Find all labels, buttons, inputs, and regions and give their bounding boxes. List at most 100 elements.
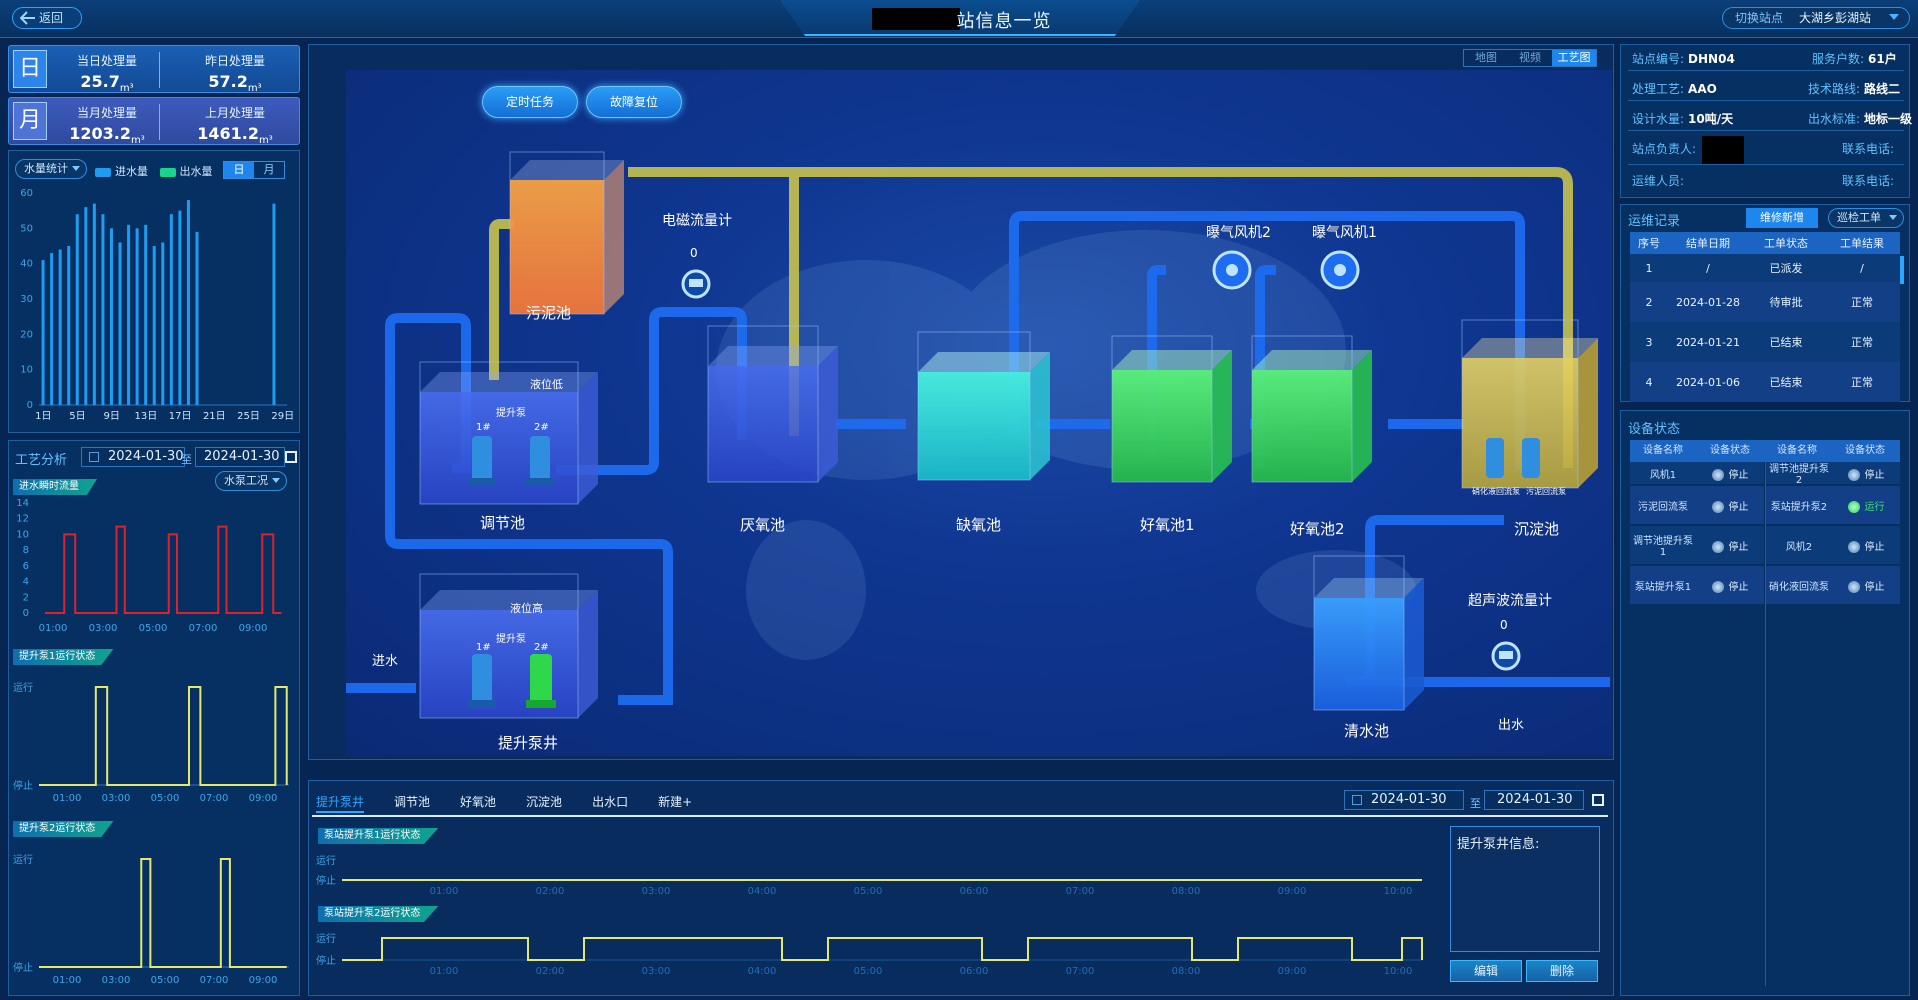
- device-status: 停止: [1832, 578, 1900, 593]
- settling-tank: [1461, 319, 1598, 489]
- process-date-to[interactable]: 2024-01-30: [195, 447, 285, 467]
- bottom-date-from[interactable]: 2024-01-30: [1344, 790, 1464, 810]
- location-tabs: 提升泵井 调节池 好氧池 沉淀池 出水口 新建+: [316, 793, 722, 813]
- x-tick-label: 10:00: [1384, 966, 1413, 977]
- table-row[interactable]: 1/已派发/: [1630, 254, 1900, 282]
- yesterday-volume: 昨日处理量 57.2m³: [204, 54, 265, 95]
- this-month-volume: 当月处理量 1203.2m³: [69, 106, 145, 147]
- ops-title: 运维记录: [1628, 214, 1681, 229]
- device-status: 停止: [1832, 466, 1900, 481]
- tab-video[interactable]: 视频: [1519, 51, 1541, 64]
- bottom-date-separator: 至: [1470, 797, 1481, 810]
- tab-outlet[interactable]: 出水口: [592, 795, 629, 809]
- tab-aerobic[interactable]: 好氧池: [460, 795, 497, 809]
- tab-settling[interactable]: 沉淀池: [526, 795, 563, 809]
- chevron-down-icon: [1889, 215, 1897, 220]
- device-row[interactable]: 污泥回流泵停止: [1630, 486, 1764, 524]
- day-month-toggle[interactable]: 日 月: [223, 161, 285, 179]
- bar: [186, 200, 190, 405]
- mode-select[interactable]: 水泵工况: [215, 471, 287, 491]
- lift-well-info-box[interactable]: 提升泵井信息:: [1450, 826, 1600, 952]
- water-pipes: [346, 211, 1610, 705]
- y-tick-label: 10: [20, 365, 33, 376]
- switch-label: 切换站点: [1735, 11, 1784, 25]
- timer-task-button[interactable]: 定时任务: [482, 86, 578, 118]
- y-tick-label: 60: [20, 188, 33, 199]
- process-date-from[interactable]: 2024-01-30: [81, 447, 185, 467]
- y-tick-label: 14: [16, 498, 29, 509]
- x-tick-label: 06:00: [960, 966, 989, 977]
- delete-button[interactable]: 删除: [1526, 960, 1598, 982]
- device-name: 调节池提升泵2: [1769, 464, 1829, 486]
- stop-label: 停止: [316, 874, 336, 887]
- back-button[interactable]: 返回: [12, 7, 82, 29]
- toggle-day[interactable]: 日: [224, 162, 254, 178]
- water-stat-select[interactable]: 水量统计: [15, 159, 87, 179]
- table-scrollbar[interactable]: [1900, 256, 1904, 284]
- y-tick-label: 50: [20, 223, 33, 234]
- x-tick-label: 05:00: [151, 793, 180, 804]
- redacted-block: [1702, 136, 1744, 164]
- station-manager: 站点负责人:: [1632, 142, 1697, 156]
- stop-label: 停止: [13, 961, 33, 974]
- series-line: [39, 686, 288, 786]
- station-switch-select[interactable]: 切换站点 大湖乡彭湖站: [1722, 7, 1910, 29]
- ultrasonic-meter-value: 0: [1500, 618, 1508, 632]
- x-tick-label: 1日: [35, 411, 51, 422]
- bar: [161, 242, 165, 405]
- fan-icon: [1320, 250, 1360, 290]
- x-tick-label: 07:00: [1066, 966, 1095, 977]
- status-dot-icon: [1711, 540, 1724, 553]
- status-dot-icon: [1711, 500, 1724, 513]
- title-plate: 站信息一览: [780, 0, 1140, 36]
- x-tick-label: 03:00: [102, 793, 131, 804]
- tab-process-diagram[interactable]: 工艺图: [1552, 50, 1596, 66]
- inspection-select[interactable]: 巡检工单: [1828, 208, 1904, 228]
- tab-map[interactable]: 地图: [1475, 51, 1497, 64]
- x-tick-label: 02:00: [536, 966, 565, 977]
- confirm-checkbox[interactable]: [285, 451, 297, 463]
- anoxic-tank: [917, 331, 1050, 481]
- station-number: 站点编号:DHN04: [1632, 52, 1735, 66]
- toggle-month[interactable]: 月: [263, 163, 275, 176]
- x-tick-label: 5日: [69, 411, 85, 422]
- lift-well-tank: [419, 573, 598, 719]
- x-tick-label: 17日: [169, 411, 192, 422]
- calendar-icon: [1352, 795, 1362, 805]
- bottom-confirm-checkbox[interactable]: [1592, 794, 1604, 806]
- repair-add-button[interactable]: 维修新增: [1746, 208, 1818, 228]
- tab-lift-well[interactable]: 提升泵井: [316, 793, 365, 813]
- bar: [144, 224, 148, 405]
- process-analysis-panel: 工艺分析 2024-01-30 至 2024-01-30 水泵工况 进水瞬时流量…: [8, 440, 300, 996]
- monthly-stats: 月 当月处理量 1203.2m³ 上月处理量 1461.2m³: [8, 97, 300, 147]
- pump1-chart-tag: 提升泵1运行状态: [13, 649, 114, 665]
- em-meter-label: 电磁流量计: [662, 213, 732, 229]
- x-tick-label: 05:00: [151, 975, 180, 986]
- day-badge: 日: [13, 50, 47, 88]
- chart-legend: 进水量 出水量: [95, 163, 213, 179]
- run-label: 运行: [316, 932, 336, 945]
- design-volume: 设计水量:10吨/天: [1632, 112, 1734, 126]
- chevron-down-icon: [1889, 14, 1899, 20]
- device-row[interactable]: 硝化液回流泵停止: [1766, 566, 1900, 604]
- edit-button[interactable]: 编辑: [1450, 960, 1522, 982]
- fault-reset-button[interactable]: 故障复位: [586, 86, 682, 118]
- x-tick-label: 09:00: [1278, 886, 1307, 897]
- phone-1: 联系电话:: [1842, 142, 1895, 156]
- status-dot-icon: [1847, 540, 1860, 553]
- tab-new[interactable]: 新建+: [658, 795, 693, 809]
- stop-label: 停止: [13, 779, 33, 792]
- bar: [50, 253, 54, 405]
- bottom-date-to[interactable]: 2024-01-30: [1484, 790, 1584, 810]
- tab-adjust-tank[interactable]: 调节池: [394, 795, 431, 809]
